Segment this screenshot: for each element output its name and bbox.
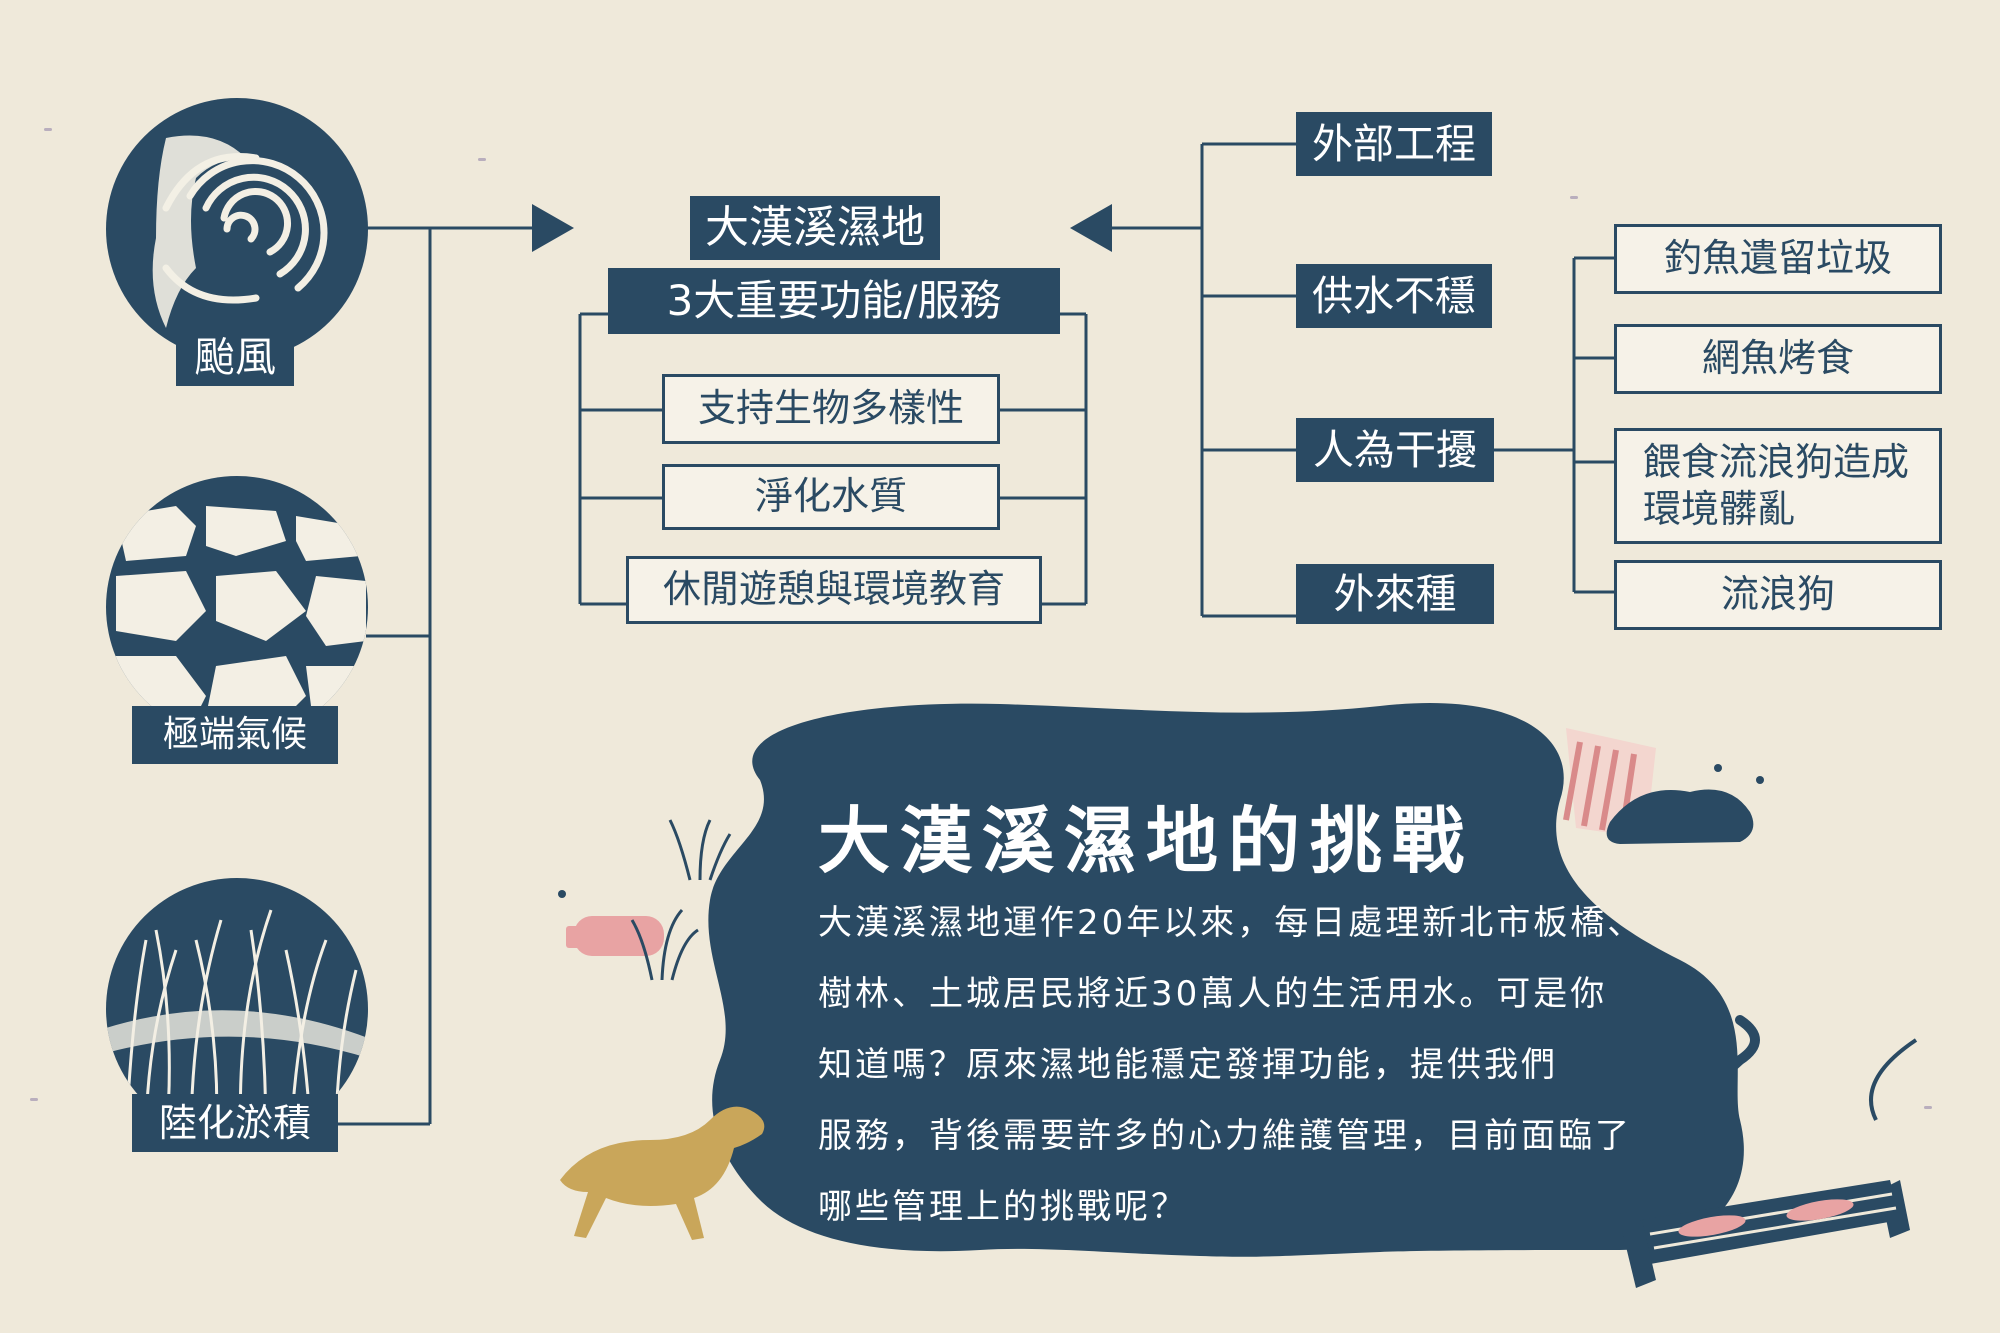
trash-pile-icon xyxy=(1606,789,1754,844)
pressure-unstable-supply: 供水不穩 xyxy=(1296,264,1492,328)
challenge-line: 服務，背後需要許多的心力維護管理，目前面臨了 xyxy=(818,1116,1632,1156)
function-recreation-education: 休閒遊憩與環境教育 xyxy=(626,556,1042,624)
center-subtitle: 3大重要功能/服務 xyxy=(608,268,1060,334)
cracked-earth-circle xyxy=(106,476,368,738)
threat-label-typhoon: 颱風 xyxy=(176,328,294,386)
grill-icon xyxy=(1622,1180,1910,1288)
challenge-body: 大漢溪濕地運作20年以來，每日處理新北市板橋、 樹林、土城居民將近30萬人的生活… xyxy=(818,888,1678,1243)
threat-label-extreme-climate: 極端氣候 xyxy=(132,706,338,764)
disturbance-stray-dogs: 流浪狗 xyxy=(1614,560,1942,630)
function-biodiversity: 支持生物多樣性 xyxy=(662,374,1000,444)
disturbance-fishing-litter: 釣魚遺留垃圾 xyxy=(1614,224,1942,294)
challenge-line: 大漢溪濕地運作20年以來，每日處理新北市板橋、 xyxy=(818,903,1645,943)
threat-label-siltation: 陸化淤積 xyxy=(132,1094,338,1152)
bottle-icon xyxy=(566,916,664,956)
challenge-title: 大漢溪濕地的挑戰 xyxy=(818,799,1475,883)
pressure-human-disturbance: 人為干擾 xyxy=(1296,418,1494,482)
challenge-line: 哪些管理上的挑戰呢？ xyxy=(818,1187,1188,1227)
typhoon-circle xyxy=(106,98,368,360)
function-water-purification: 淨化水質 xyxy=(662,464,1000,530)
arrow-right-icon xyxy=(532,204,574,252)
pressure-external-engineering: 外部工程 xyxy=(1296,112,1492,176)
challenge-line: 樹林、土城居民將近30萬人的生活用水。可是你 xyxy=(818,974,1608,1014)
disturbance-feeding-line2: 環境髒亂 xyxy=(1643,487,1796,531)
center-title: 大漢溪濕地 xyxy=(690,196,940,260)
fish-icon xyxy=(1678,1199,1854,1237)
typhoon-icon xyxy=(152,135,328,328)
arrow-left-icon xyxy=(1070,204,1112,252)
pressure-invasive-species: 外來種 xyxy=(1296,564,1494,624)
smoke-icon xyxy=(1694,1015,1760,1185)
disturbance-net-fishing-bbq: 網魚烤食 xyxy=(1614,324,1942,394)
dog-icon xyxy=(560,1106,765,1240)
fly-icon xyxy=(558,764,1764,898)
disturbance-feeding-strays: 餵食流浪狗造成 環境髒亂 xyxy=(1614,428,1942,544)
challenge-line: 知道嗎？原來濕地能穩定發揮功能，提供我們 xyxy=(818,1045,1558,1085)
disturbance-feeding-line1: 餵食流浪狗造成 xyxy=(1643,439,1910,484)
grass-icon xyxy=(630,819,732,981)
